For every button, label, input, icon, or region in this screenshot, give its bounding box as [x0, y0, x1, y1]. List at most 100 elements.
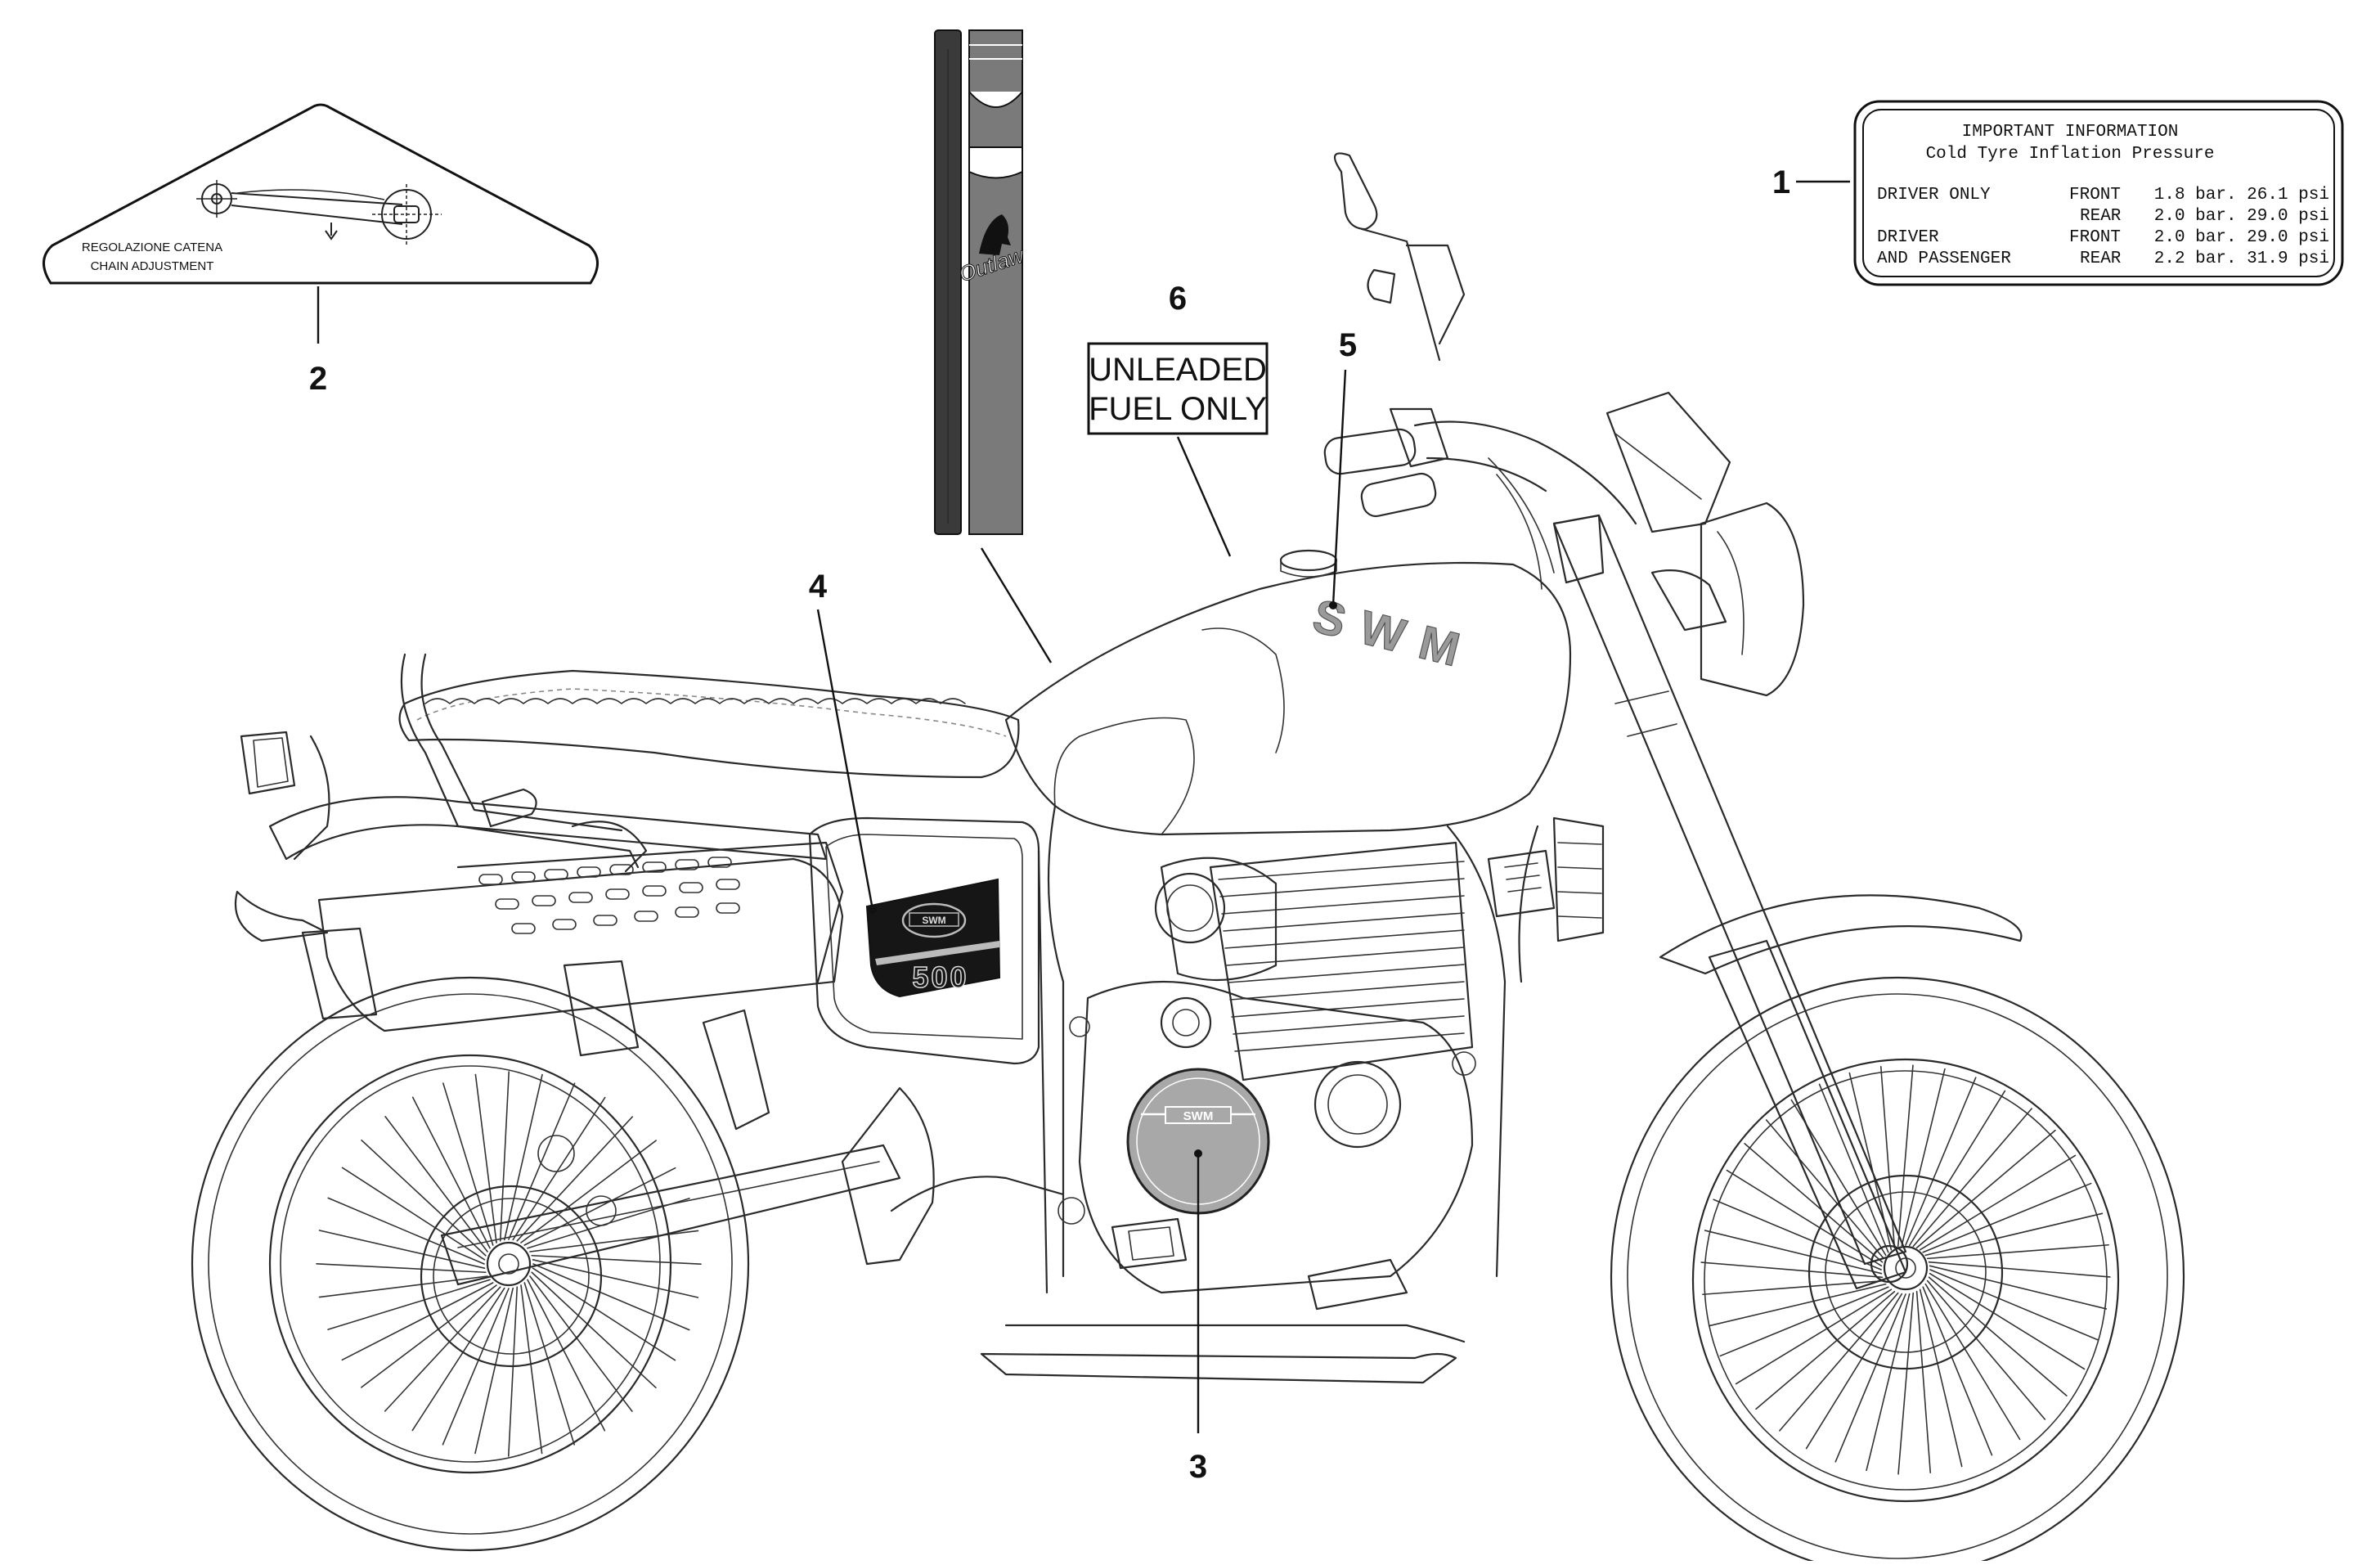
wheel-spoke: [523, 1167, 676, 1246]
wheel-spoke: [1928, 1261, 2111, 1278]
wheel-spoke: [1897, 1064, 1914, 1248]
tyre-row-2-values: 2.0 bar. 29.0 psi: [2154, 207, 2329, 226]
cylinder-fin: [1233, 1015, 1465, 1035]
tyre-row-1-rider: DRIVER ONLY: [1877, 186, 1991, 205]
wheel-spoke: [1713, 1198, 1882, 1270]
wheel-spoke: [1735, 1288, 1893, 1385]
wheel-spoke: [1866, 1293, 1911, 1472]
wheel-spoke: [1805, 1293, 1903, 1450]
wheel-spoke: [411, 1287, 505, 1432]
engine-cover: SWM: [1126, 1068, 1270, 1215]
muffler-hole: [716, 879, 740, 890]
fuel-tank: SWM: [1004, 549, 1572, 836]
fuel-label-line-2: FUEL ONLY: [1089, 391, 1267, 427]
wheel-spoke: [384, 1116, 488, 1252]
wheel-spoke: [1915, 1290, 1932, 1473]
muffler-hole: [593, 915, 617, 926]
swingarm-icon: [196, 180, 442, 245]
wheel-spoke: [1926, 1279, 2046, 1420]
wheel-spoke: [512, 1096, 606, 1241]
unleaded-fuel-label: UNLEADED FUEL ONLY: [1087, 342, 1269, 435]
wheel-spoke: [1915, 1129, 2056, 1249]
cylinder-fin: [1219, 878, 1465, 897]
wheel-spoke: [1834, 1293, 1906, 1463]
cylinder-fin: [1224, 929, 1465, 949]
wheel-spoke: [1901, 1068, 1946, 1247]
tyre-row-1-values: 1.8 bar. 26.1 psi: [2154, 186, 2329, 205]
chain-label-line-2: CHAIN ADJUSTMENT: [91, 259, 214, 273]
wheel-spoke: [1905, 1077, 1977, 1246]
wheel-spoke: [474, 1073, 497, 1243]
callout-5-dot: [1329, 601, 1337, 609]
wheel-spoke: [318, 1230, 486, 1270]
wheel-spoke: [1708, 1283, 1887, 1327]
wheel-spoke: [1726, 1169, 1883, 1267]
muffler-hole: [642, 861, 667, 873]
wheel-spoke: [361, 1139, 487, 1257]
muffler-hole: [552, 919, 577, 930]
wheel-spoke: [1744, 1143, 1884, 1263]
muffler-hole: [577, 866, 601, 878]
wheel-spoke: [1700, 1261, 1884, 1279]
cylinder-fin: [1229, 981, 1465, 1001]
chain-label-line-1: REGOLAZIONE CATENA: [82, 241, 222, 254]
wheel-spoke: [361, 1284, 497, 1388]
wheel-spoke: [499, 1071, 510, 1242]
chain-adjustment-label: REGOLAZIONE CATENA CHAIN ADJUSTMENT: [43, 103, 599, 285]
muffler-hole: [495, 898, 519, 910]
wheel-spoke: [1919, 1154, 2077, 1251]
wheel-spoke: [523, 1282, 575, 1446]
wheel-spoke: [1818, 1083, 1889, 1253]
tyre-label-title: IMPORTANT INFORMATION: [1962, 123, 2179, 142]
wheel-spoke: [532, 1267, 676, 1361]
callout-3: 3: [1189, 1449, 1207, 1485]
wheel-spoke: [318, 1275, 488, 1298]
callout-4: 4: [809, 569, 828, 605]
wheel-spoke: [1765, 1119, 1885, 1260]
front-wheel: [1610, 977, 2185, 1565]
tyre-label-subtitle: Cold Tyre Inflation Pressure: [1926, 145, 2215, 164]
wheel-spoke: [507, 1286, 519, 1457]
wheel-spoke: [341, 1282, 494, 1361]
muffler-hole: [478, 874, 503, 885]
wheel-spoke: [1922, 1286, 1993, 1456]
wheel-spoke: [1926, 1243, 2109, 1260]
cylinder-fin: [1226, 947, 1465, 966]
cylinder-fin: [1231, 998, 1465, 1018]
wheel-spoke: [442, 1082, 494, 1246]
wheel-spoke: [1755, 1290, 1896, 1410]
wheel-spoke: [1929, 1269, 2099, 1341]
rear-wheel: [191, 976, 750, 1552]
tyre-row-3-position: FRONT: [2069, 228, 2121, 247]
wheel-spoke: [1929, 1265, 2108, 1310]
wheel-spoke: [520, 1284, 543, 1455]
exhaust: [301, 841, 844, 1131]
tyre-row-4-values: 2.2 bar. 31.9 psi: [2154, 250, 2329, 268]
tyre-row-3-values: 2.0 bar. 29.0 psi: [2154, 228, 2329, 247]
tyre-row-4-rider: AND PASSENGER: [1877, 250, 2011, 268]
wheel-spoke: [1779, 1292, 1899, 1432]
wheel-spoke: [527, 1279, 606, 1432]
muffler-hole: [605, 888, 630, 900]
wheel-spoke: [532, 1258, 699, 1298]
muffler-hole: [642, 885, 667, 897]
wheel-spoke: [1897, 1292, 1915, 1475]
wheel-spoke: [316, 1262, 487, 1274]
tank-stripe-decals: Outlaw: [934, 29, 1029, 535]
engine-cover-logo: SWM: [1183, 1109, 1214, 1123]
muffler-hole: [675, 859, 699, 870]
front-fork: [1552, 514, 1909, 1290]
tyre-pressure-label: IMPORTANT INFORMATION Cold Tyre Inflatio…: [1853, 100, 2344, 286]
tyre-row-1-position: FRONT: [2069, 186, 2121, 205]
muffler-hole: [511, 923, 536, 934]
swingarm: [440, 1135, 901, 1286]
callout-4-leader: [816, 609, 874, 911]
muffler-hole: [675, 906, 699, 918]
side-panel-logo: SWM: [922, 915, 945, 926]
wheel-spoke: [531, 1271, 657, 1389]
wheel-spoke: [341, 1167, 486, 1261]
motorcycle-drawing: SWM 5: [191, 152, 2185, 1565]
handlebars: [1323, 152, 1637, 590]
wheel-spoke: [1908, 1090, 2006, 1247]
